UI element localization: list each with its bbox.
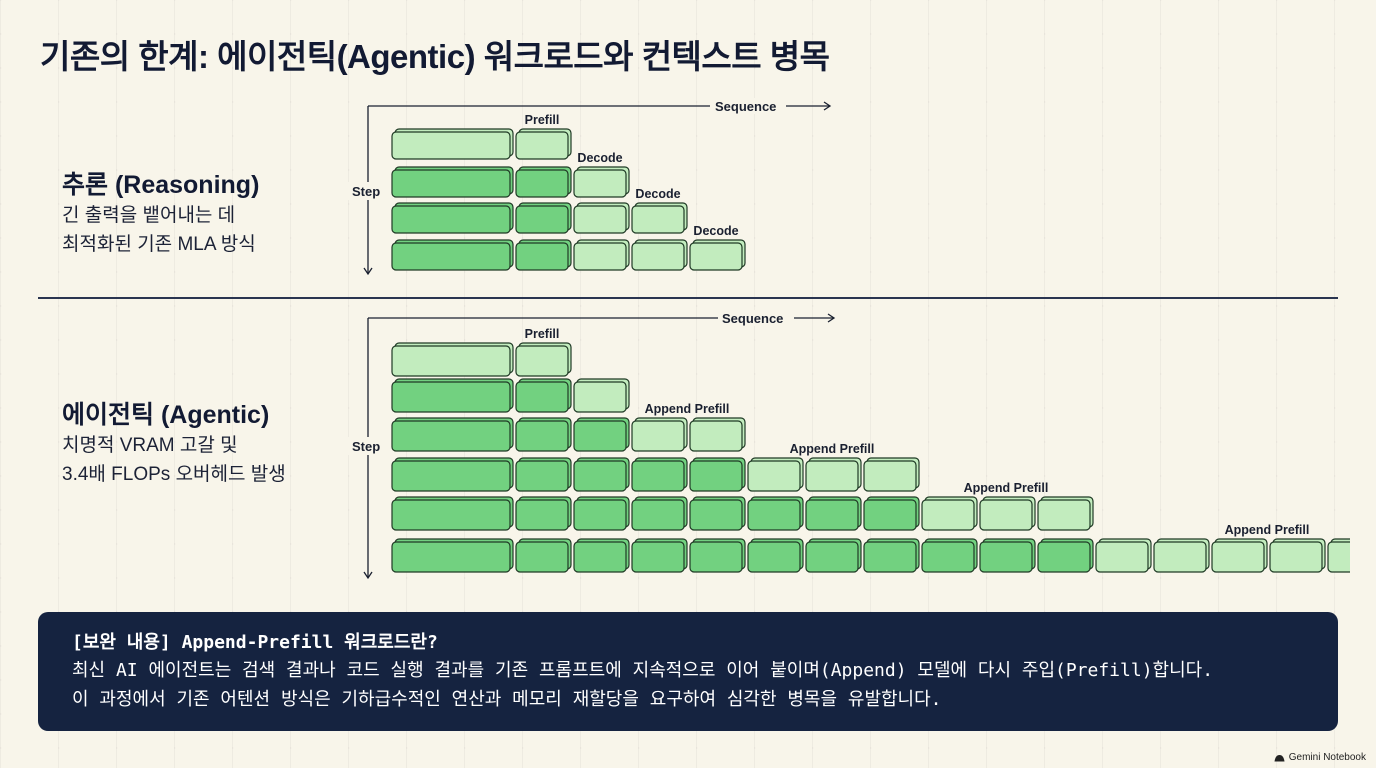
context-block <box>391 417 514 452</box>
token-block <box>515 496 572 531</box>
info-box: [보완 내용] Append-Prefill 워크로드란? 최신 AI 에이전트… <box>38 612 1338 731</box>
sequence-label-bg <box>710 98 782 114</box>
token-block <box>979 496 1036 531</box>
token-block <box>689 239 746 271</box>
token-block <box>631 202 688 234</box>
sequence-axis-label: Sequence <box>715 99 776 114</box>
token-block <box>921 496 978 531</box>
token-block <box>573 202 630 234</box>
token-block <box>1037 538 1094 573</box>
token-block <box>805 457 862 492</box>
sequence-axis-arrowhead <box>823 101 832 111</box>
stage-label: Decode <box>635 187 680 201</box>
token-block <box>515 342 572 377</box>
token-block <box>573 166 630 198</box>
token-block <box>747 538 804 573</box>
step-axis-label: Step <box>352 184 380 199</box>
token-block <box>863 538 920 573</box>
token-block <box>747 496 804 531</box>
token-block <box>1327 538 1350 573</box>
agentic-heading: 에이전틱 (Agentic) <box>62 401 270 429</box>
token-block <box>515 378 572 413</box>
sequence-axis-arrowhead <box>827 313 836 323</box>
context-block <box>391 342 514 377</box>
sequence-axis-label: Sequence <box>722 311 783 326</box>
context-block <box>391 202 514 234</box>
token-block <box>573 538 630 573</box>
token-block <box>1037 496 1094 531</box>
context-block <box>391 239 514 271</box>
token-block <box>631 457 688 492</box>
token-block <box>515 202 572 234</box>
step-axis-arrowhead <box>363 571 373 580</box>
info-box-line-1: 최신 AI 에이전트는 검색 결과나 코드 실행 결과를 기존 프롬프트에 지속… <box>72 660 1214 681</box>
token-block <box>515 166 572 198</box>
token-block <box>1211 538 1268 573</box>
token-block <box>573 239 630 271</box>
reasoning-description: 긴 출력을 뱉어내는 데 최적화된 기존 MLA 방식 <box>62 205 256 255</box>
token-block <box>573 496 630 531</box>
context-block <box>391 378 514 413</box>
context-block <box>391 457 514 492</box>
token-block <box>573 417 630 452</box>
token-block <box>747 457 804 492</box>
brand-logo-icon <box>1274 754 1285 761</box>
token-block <box>515 538 572 573</box>
section-divider <box>38 297 1338 299</box>
stage-label: Append Prefill <box>790 442 875 456</box>
token-block <box>515 239 572 271</box>
token-block <box>805 496 862 531</box>
stage-label: Append Prefill <box>645 402 730 416</box>
token-block <box>689 496 746 531</box>
context-block <box>391 166 514 198</box>
token-block <box>515 417 572 452</box>
page-title: 기존의 한계: 에이전틱(Agentic) 워크로드와 컨텍스트 병목 <box>40 38 830 75</box>
token-block <box>979 538 1036 573</box>
token-block <box>631 239 688 271</box>
info-box-title: [보완 내용] Append-Prefill 워크로드란? <box>72 632 438 653</box>
context-block <box>391 538 514 573</box>
token-block <box>689 417 746 452</box>
stage-label: Decode <box>693 224 738 238</box>
step-axis-label: Step <box>352 439 380 454</box>
token-block <box>515 128 572 160</box>
agentic-description: 치명적 VRAM 고갈 및 3.4배 FLOPs 오버헤드 발생 <box>62 435 286 485</box>
token-block <box>689 538 746 573</box>
stage-label: Append Prefill <box>964 481 1049 495</box>
brand-name: Gemini Notebook <box>1288 752 1366 763</box>
token-block <box>863 457 920 492</box>
stage-label: Prefill <box>525 113 560 127</box>
step-label-bg <box>346 437 388 455</box>
token-block <box>689 457 746 492</box>
reasoning-heading: 추론 (Reasoning) <box>62 171 260 199</box>
token-block <box>863 496 920 531</box>
step-axis-arrowhead <box>363 267 373 276</box>
brand-watermark: Gemini Notebook <box>1274 752 1366 763</box>
stage-label: Decode <box>577 151 622 165</box>
token-block <box>921 538 978 573</box>
token-block <box>631 417 688 452</box>
sequence-label-bg <box>718 310 790 326</box>
token-block <box>805 538 862 573</box>
token-block <box>1095 538 1152 573</box>
token-block <box>1153 538 1210 573</box>
context-block <box>391 128 514 160</box>
info-box-line-2: 이 과정에서 기존 어텐션 방식은 기하급수적인 연산과 메모리 재할당을 요구… <box>72 689 942 710</box>
token-block <box>631 538 688 573</box>
stage-label: Append Prefill <box>1225 523 1310 537</box>
stage-label: Prefill <box>525 327 560 341</box>
token-block <box>631 496 688 531</box>
token-block <box>573 378 630 413</box>
token-block <box>515 457 572 492</box>
context-block <box>391 496 514 531</box>
token-block <box>573 457 630 492</box>
token-block <box>1269 538 1326 573</box>
step-label-bg <box>346 182 388 200</box>
